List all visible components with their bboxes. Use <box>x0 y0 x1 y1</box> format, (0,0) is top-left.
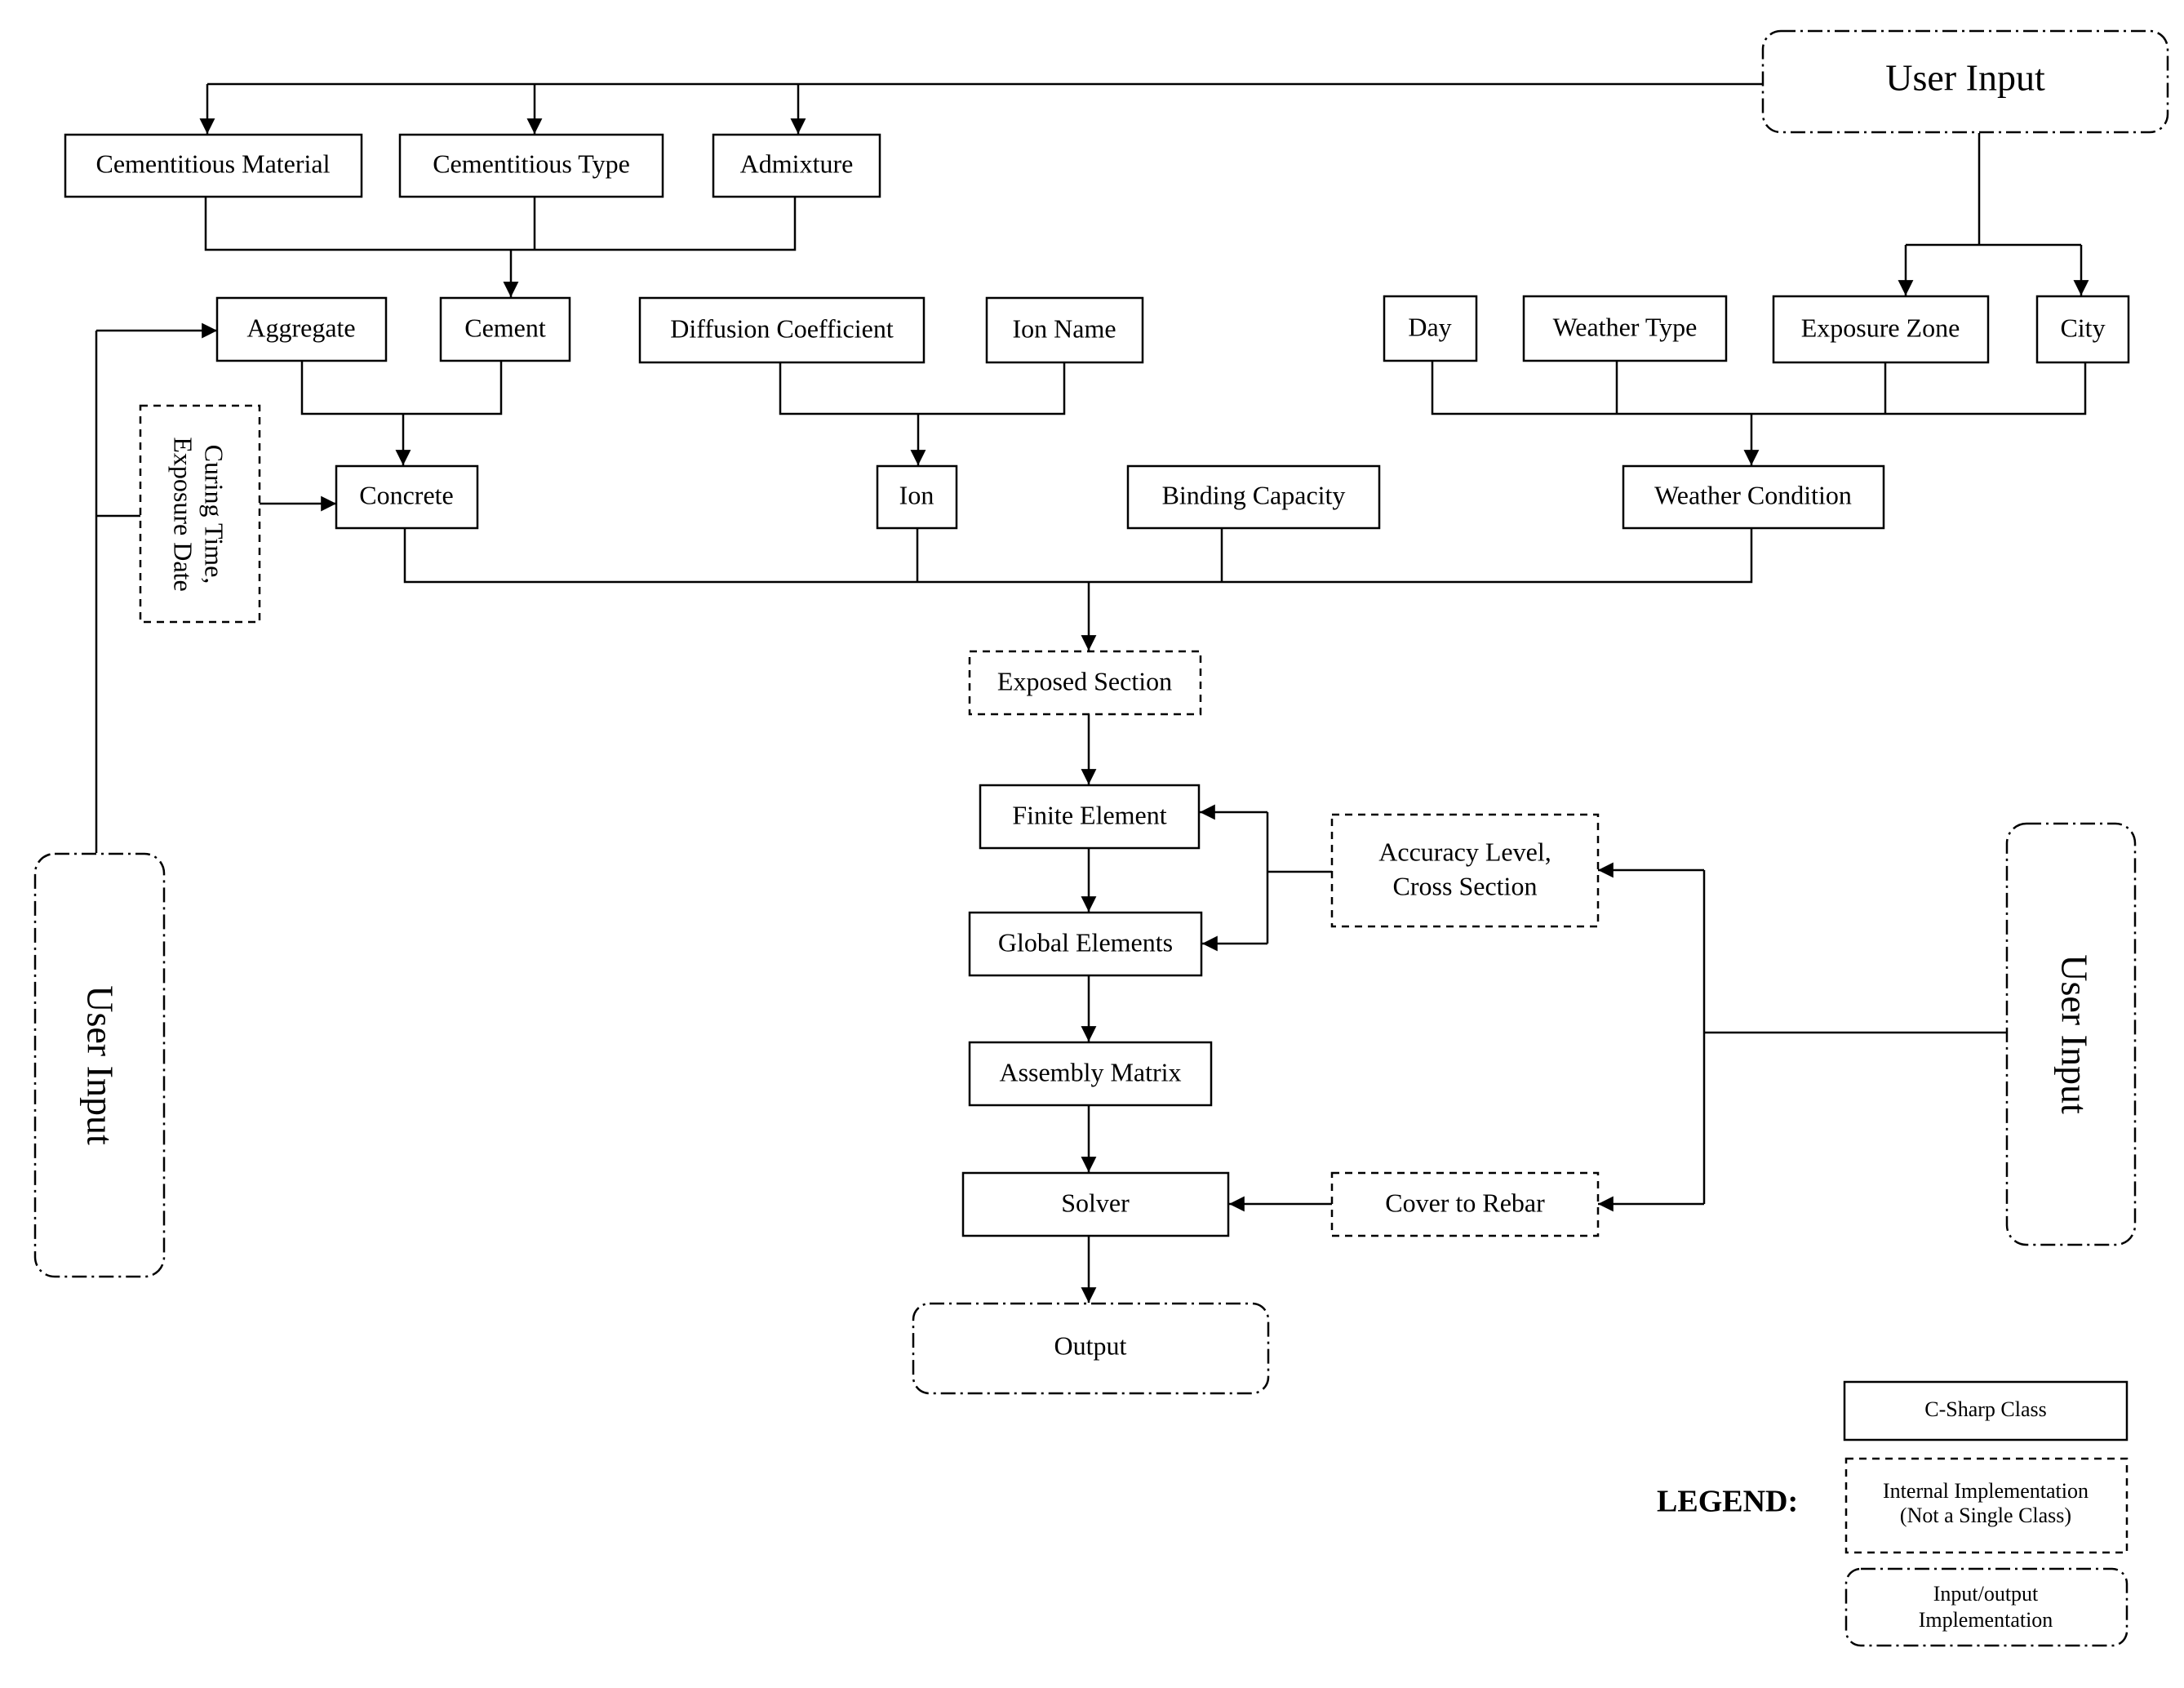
cementitious-material-label: Cementitious Material <box>95 149 330 178</box>
exposed-section-label: Exposed Section <box>997 666 1172 695</box>
user-input-top-label: User Input <box>1885 57 2045 99</box>
legend-csharp-class: C-Sharp Class <box>1843 1380 2129 1441</box>
node-binding-capacity: Binding Capacity <box>1126 464 1381 530</box>
legend-io-implementation: Input/output Implementation <box>1844 1567 2129 1647</box>
node-finite-element: Finite Element <box>979 784 1201 850</box>
node-output: Output <box>912 1302 1270 1395</box>
output-label: Output <box>1054 1330 1127 1360</box>
node-accuracy-level: Accuracy Level, Cross Section <box>1330 813 1600 928</box>
node-admixture: Admixture <box>712 133 881 198</box>
cementitious-type-label: Cementitious Type <box>433 149 630 178</box>
user-input-left: User Input <box>33 852 166 1278</box>
exposure-zone-label: Exposure Zone <box>1801 313 1960 342</box>
legend-io-label-line1: Input/output <box>1933 1582 2039 1606</box>
binding-capacity-label: Binding Capacity <box>1162 480 1346 509</box>
ion-name-label: Ion Name <box>1012 313 1116 343</box>
accuracy-label-line2: Cross Section <box>1393 871 1538 900</box>
node-cementitious-type: Cementitious Type <box>398 133 664 198</box>
concrete-label: Concrete <box>359 480 454 509</box>
global-elements-label: Global Elements <box>998 927 1173 957</box>
diffusion-coefficient-label: Diffusion Coefficient <box>670 313 894 343</box>
node-assembly-matrix: Assembly Matrix <box>968 1041 1213 1107</box>
node-global-elements: Global Elements <box>968 911 1203 977</box>
legend: LEGEND: C-Sharp Class Internal Implement… <box>1657 1380 2129 1647</box>
curing-time-label-line2: Exposure Date <box>169 437 198 591</box>
node-ion: Ion <box>876 464 958 530</box>
user-input-right: User Input <box>2005 822 2137 1246</box>
connector-main-bus <box>403 528 1753 584</box>
user-input-right-label: User Input <box>2053 954 2095 1114</box>
node-diffusion-coefficient: Diffusion Coefficient <box>638 296 926 364</box>
city-label: City <box>2060 313 2105 342</box>
accuracy-label-line1: Accuracy Level, <box>1378 837 1551 866</box>
curing-time-label-line1: Curing Time, <box>200 445 229 584</box>
connector-cementitious-bus <box>204 197 797 251</box>
user-input-left-label: User Input <box>79 985 121 1145</box>
node-exposed-section: Exposed Section <box>968 650 1202 716</box>
weather-type-label: Weather Type <box>1553 312 1698 341</box>
legend-csharp-class-label: C-Sharp Class <box>1924 1397 2047 1421</box>
user-input-top: User Input <box>1761 29 2169 134</box>
node-curing-time: Curing Time, Exposure Date <box>139 404 261 624</box>
node-city: City <box>2035 295 2130 364</box>
solver-label: Solver <box>1061 1188 1130 1217</box>
assembly-matrix-label: Assembly Matrix <box>999 1057 1181 1086</box>
node-day: Day <box>1383 295 1478 362</box>
weather-condition-label: Weather Condition <box>1654 480 1852 509</box>
ion-label: Ion <box>899 480 934 509</box>
connectors <box>95 82 2089 1304</box>
connector-ion-bus <box>779 362 1066 415</box>
node-ion-name: Ion Name <box>985 296 1144 364</box>
legend-internal-label-line1: Internal Implementation <box>1883 1479 2089 1503</box>
node-cementitious-material: Cementitious Material <box>64 133 363 198</box>
admixture-label: Admixture <box>740 149 854 178</box>
aggregate-label: Aggregate <box>246 313 355 342</box>
node-cement: Cement <box>439 296 571 362</box>
legend-io-label-line2: Implementation <box>1919 1608 2053 1632</box>
legend-internal-implementation: Internal Implementation (Not a Single Cl… <box>1844 1457 2129 1554</box>
legend-internal-label-line2: (Not a Single Class) <box>1900 1504 2071 1527</box>
node-solver: Solver <box>961 1171 1230 1237</box>
node-weather-type: Weather Type <box>1522 295 1728 362</box>
node-weather-condition: Weather Condition <box>1622 464 1885 530</box>
node-cover-to-rebar: Cover to Rebar <box>1330 1171 1600 1237</box>
cement-label: Cement <box>464 313 546 342</box>
node-concrete: Concrete <box>335 464 479 530</box>
node-exposure-zone: Exposure Zone <box>1772 295 1990 364</box>
connector-weather-bus <box>1431 361 2087 415</box>
node-aggregate: Aggregate <box>215 296 388 362</box>
finite-element-label: Finite Element <box>1012 800 1166 829</box>
cover-to-rebar-label: Cover to Rebar <box>1385 1188 1545 1217</box>
connector-aggregate-cement-bus <box>300 361 503 415</box>
day-label: Day <box>1408 312 1451 341</box>
legend-title: LEGEND: <box>1657 1485 1798 1519</box>
